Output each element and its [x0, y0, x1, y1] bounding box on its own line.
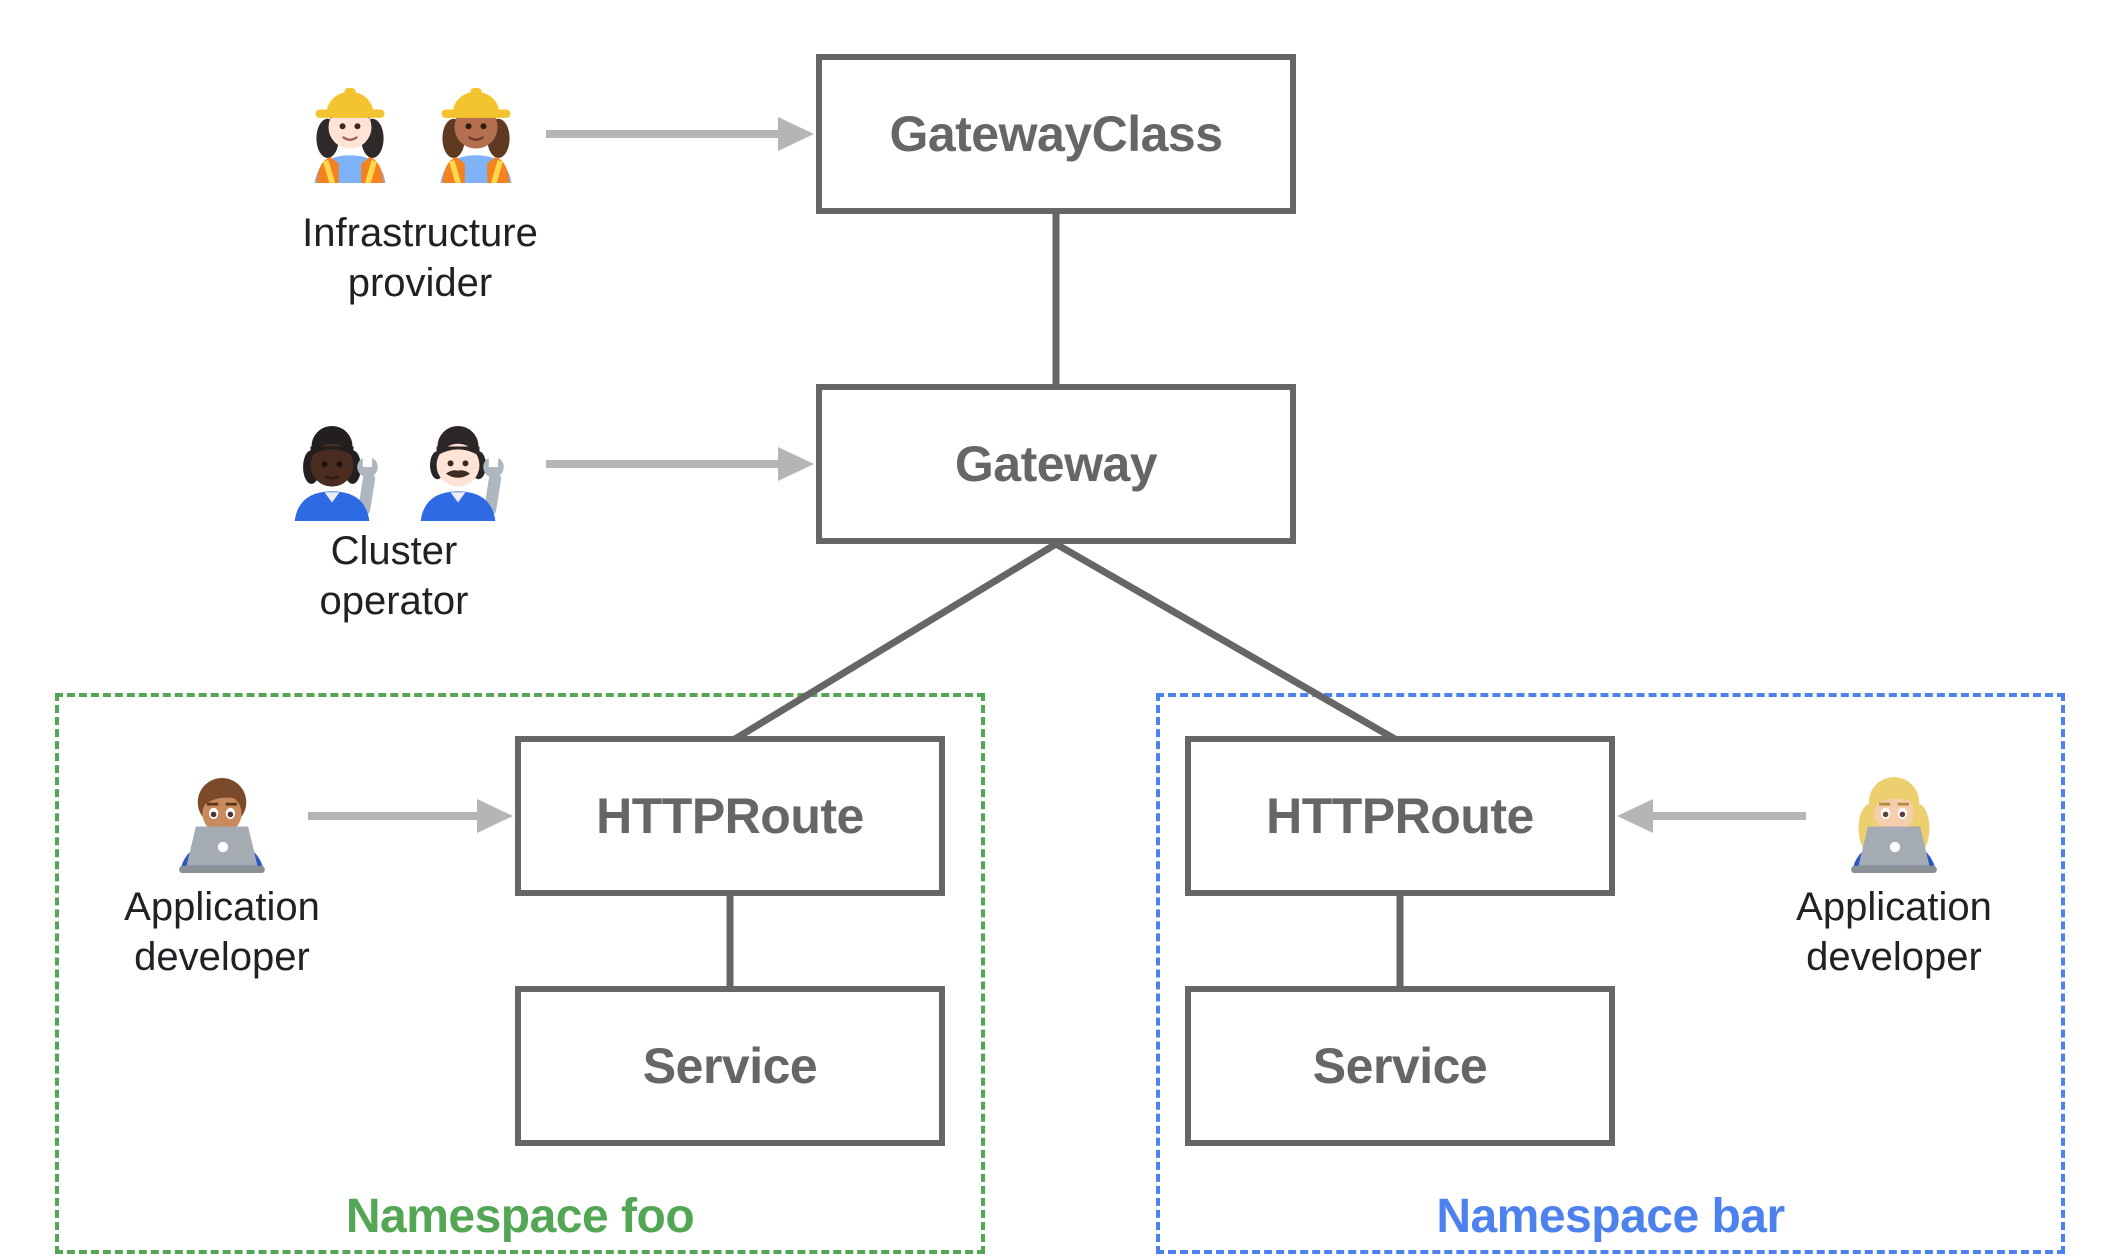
- man-technologist-icon: [179, 777, 265, 874]
- arrowhead-infra: [778, 117, 814, 151]
- gateway-node: Gateway: [816, 384, 1296, 544]
- application-developer-foo-icon: [166, 750, 278, 874]
- mechanic-dark-skin-icon: [294, 425, 378, 522]
- namespace-foo-boundary: Namespace foo: [55, 693, 985, 1254]
- namespace-foo-label: Namespace foo: [345, 1190, 695, 1243]
- man-mechanic-light-skin-icon: [420, 425, 504, 522]
- woman-technologist-icon: [1851, 777, 1937, 874]
- cluster-operator-icons: [276, 398, 514, 522]
- httproute-bar-node: HTTPRoute: [1185, 736, 1615, 896]
- arrowhead-dev-foo: [477, 799, 513, 833]
- application-developer-bar-icon: [1838, 750, 1950, 874]
- arrowhead-dev-bar: [1617, 799, 1653, 833]
- namespace-bar-boundary: Namespace bar: [1156, 693, 2065, 1254]
- infrastructure-provider-icons: [294, 60, 532, 184]
- cluster-operator-label: Cluster operator: [319, 529, 469, 623]
- namespace-bar-label: Namespace bar: [1436, 1190, 1785, 1243]
- edge-gateway-httproute-bar: [1054, 540, 1402, 746]
- edge-gateway-httproute-foo: [728, 541, 1058, 745]
- arrowhead-cluster: [778, 447, 814, 481]
- hierarchy-connectors: [726, 214, 1404, 992]
- httproute-foo-node: HTTPRoute: [515, 736, 945, 896]
- woman-construction-worker-light-icon: [314, 87, 386, 184]
- infrastructure-provider-label: Infrastructure provider: [302, 211, 538, 305]
- woman-construction-worker-medium-icon: [440, 87, 512, 184]
- gatewayclass-node: GatewayClass: [816, 54, 1296, 214]
- application-developer-bar-label: Application developer: [1796, 885, 1992, 979]
- persona-arrows: [308, 117, 1806, 833]
- service-bar-node: Service: [1185, 986, 1615, 1146]
- service-foo-node: Service: [515, 986, 945, 1146]
- application-developer-foo-label: Application developer: [124, 885, 320, 979]
